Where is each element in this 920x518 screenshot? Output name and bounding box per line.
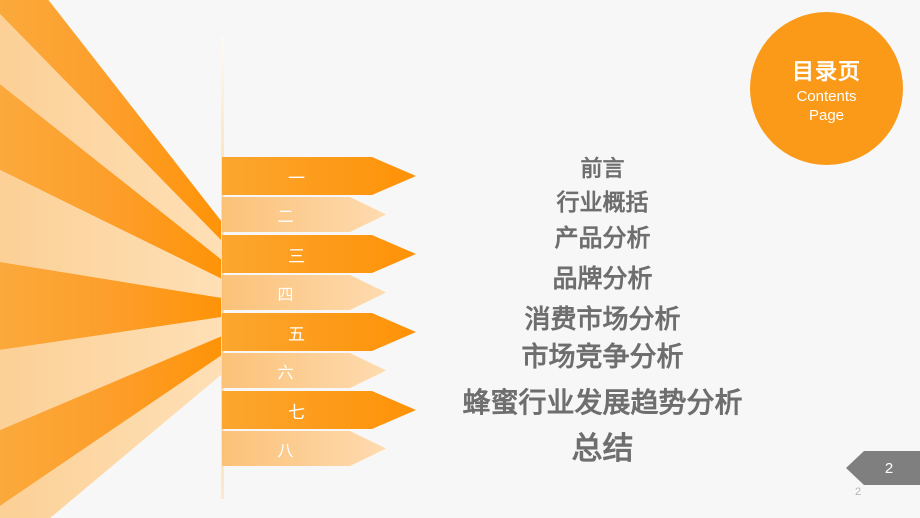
contents-text-column: 前言 行业概括 产品分析 品牌分析 消费市场分析 市场竞争分析 蜂蜜行业发展趋势… [430, 150, 775, 466]
banner-item[interactable]: 六 [222, 353, 388, 388]
toc-entry[interactable]: 前言 [580, 156, 625, 181]
toc-entry[interactable]: 总结 [571, 431, 634, 466]
banner-item[interactable]: 一 [222, 157, 418, 195]
page-number-small: 2 [855, 486, 862, 498]
page-number-badge: 2 [846, 451, 920, 485]
banner-item[interactable]: 二 [222, 197, 388, 232]
banner-item[interactable]: 七 [222, 391, 418, 429]
circle-subheading-line1: Contents [796, 88, 857, 106]
contents-title-circle: 目录页 Contents Page [750, 12, 903, 165]
circle-heading: 目录页 [791, 59, 861, 85]
toc-entry[interactable]: 品牌分析 [552, 265, 653, 293]
toc-entry[interactable]: 市场竞争分析 [521, 342, 684, 372]
toc-entry[interactable]: 行业概括 [556, 189, 649, 215]
banner-item[interactable]: 五 [222, 313, 418, 351]
banner-item[interactable]: 八 [222, 431, 388, 466]
toc-entry[interactable]: 消费市场分析 [524, 304, 681, 334]
circle-subheading-line2: Page [808, 106, 845, 124]
page-number: 2 [884, 459, 894, 477]
banner-item[interactable]: 三 [222, 235, 418, 273]
toc-entry[interactable]: 产品分析 [554, 225, 651, 252]
circle-subheading: Contents Page [796, 88, 856, 125]
toc-entry[interactable]: 蜂蜜行业发展趋势分析 [462, 387, 743, 418]
banner-item[interactable]: 四 [222, 275, 388, 310]
banner-list: 一 二 三 四 五 [222, 157, 432, 477]
ray-fan-decoration [0, 0, 222, 518]
